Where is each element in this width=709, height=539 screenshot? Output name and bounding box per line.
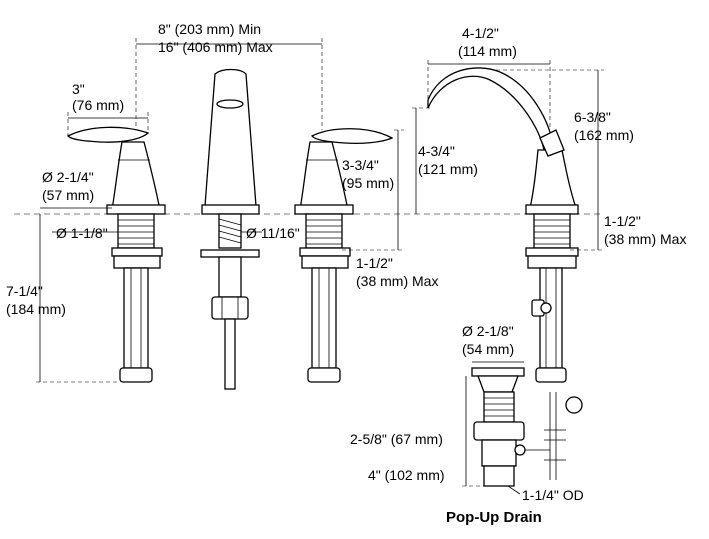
spacing-min-label: 8" (203 mm) Min (158, 21, 261, 37)
left-handle (66, 126, 166, 383)
drain-body-len: 2-5/8" (67 mm) (350, 431, 443, 447)
supply-len-in: 7-1/4" (6, 283, 43, 299)
handle-shank-dia: Ø 1-1/8" (56, 225, 108, 241)
spout-outlet-mm: (121 mm) (418, 161, 478, 177)
spout-shank-dia: Ø 11/16" (246, 225, 300, 241)
drain-caption: Pop-Up Drain (446, 509, 542, 526)
center-valve (200, 68, 260, 390)
drain-flange-mm: (54 mm) (462, 341, 514, 357)
handle-below-deck-in: 1-1/2" (356, 255, 393, 271)
pop-up-drain (471, 367, 583, 487)
spout-height-in: 6-3/8" (574, 109, 611, 125)
spacing-max-label: 16" (406 mm) Max (158, 39, 273, 55)
drain-tail-len: 4" (102 mm) (368, 467, 445, 483)
spout-height-mm: (162 mm) (574, 127, 634, 143)
right-handle (294, 128, 394, 383)
handle-below-deck-mm: (38 mm) Max (356, 273, 438, 289)
spout-reach-in: 4-1/2" (462, 25, 499, 41)
handle-height-mm: (95 mm) (342, 175, 394, 191)
spout-outlet-in: 4-3/4" (418, 143, 455, 159)
handle-base-dia-in: Ø 2-1/4" (42, 169, 94, 185)
drain-flange-in: Ø 2-1/8" (462, 323, 514, 339)
spout-reach-mm: (114 mm) (458, 43, 517, 59)
spout-below-deck-mm: (38 mm) Max (604, 231, 686, 247)
dimension-lines (36, 38, 604, 495)
spout-below-deck-in: 1-1/2" (604, 213, 641, 229)
handle-length-mm: (76 mm) (72, 97, 124, 113)
handle-base-dia-mm: (57 mm) (42, 187, 94, 203)
supply-len-mm: (184 mm) (6, 301, 66, 317)
handle-length-in: 3" (72, 81, 85, 97)
drain-tailpiece: 1-1/4" OD (522, 487, 584, 503)
spout-side-view (427, 67, 579, 383)
handle-height-in: 3-3/4" (342, 157, 379, 173)
